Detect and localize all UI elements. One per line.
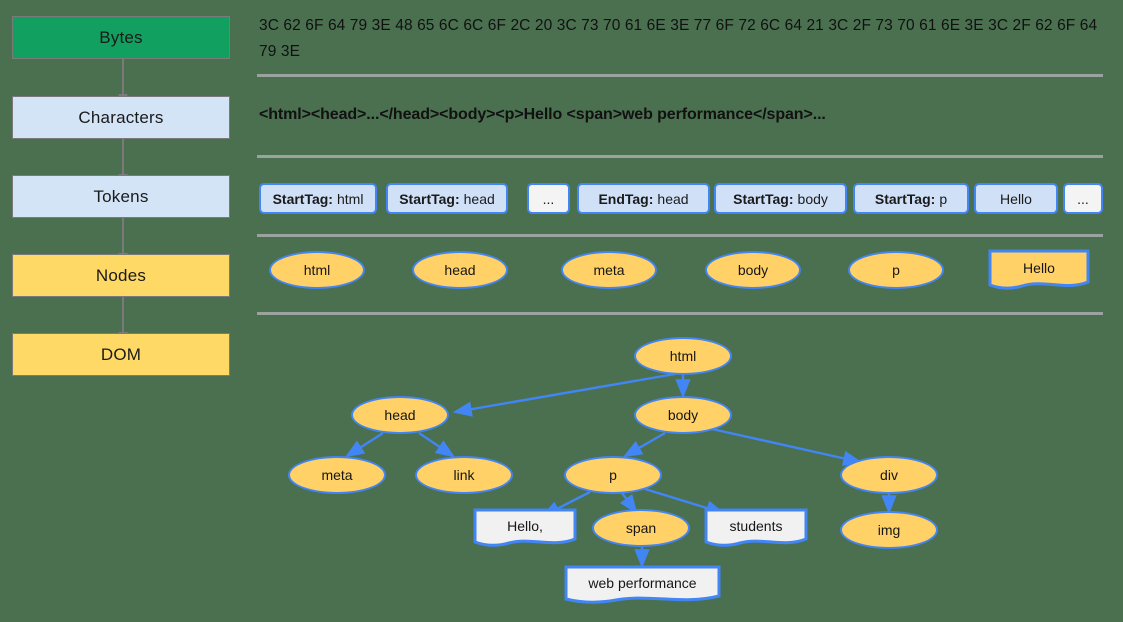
edge-html-head <box>452 372 676 417</box>
node-document-hello: Hello <box>988 249 1090 291</box>
tree-node-students-text: students <box>704 508 808 548</box>
tree-node-link: link <box>415 456 513 494</box>
node-label: meta <box>593 262 625 278</box>
token-chip-ellipsis-2: ... <box>1063 183 1103 214</box>
divider-tokens-nodes <box>257 234 1103 237</box>
token-value: head <box>463 190 495 207</box>
node-label: head <box>444 262 476 278</box>
pipeline-step-tokens: Tokens <box>12 175 230 218</box>
tree-node-img: img <box>840 511 938 549</box>
token-value: p <box>939 190 948 207</box>
tree-node-p: p <box>564 456 662 494</box>
node-label: body <box>667 407 699 423</box>
token-kind: StartTag: <box>733 190 794 207</box>
token-chip-starttag-html: StartTag:html <box>259 183 377 214</box>
token-chip-starttag-body: StartTag:body <box>714 183 847 214</box>
bytes-hex-text: 3C 62 6F 64 79 3E 48 65 6C 6C 6F 2C 20 3… <box>259 17 1098 60</box>
tree-node-div: div <box>840 456 938 494</box>
edge-body-div <box>711 427 863 466</box>
node-ellipse-body: body <box>705 251 801 289</box>
pipeline-step-bytes: Bytes <box>12 16 230 59</box>
node-label: body <box>737 262 769 278</box>
edge-body-p <box>622 431 666 458</box>
pipeline-step-label: Nodes <box>95 265 147 285</box>
token-value: Hello <box>1000 190 1032 207</box>
token-kind: StartTag: <box>399 190 460 207</box>
pipeline-step-dom: DOM <box>12 333 230 376</box>
node-label: span <box>625 520 657 536</box>
token-kind: EndTag: <box>598 190 654 207</box>
token-chip-ellipsis-1: ... <box>527 183 570 214</box>
pipeline-step-nodes: Nodes <box>12 254 230 297</box>
document-shape-icon <box>704 508 808 547</box>
tree-node-span: span <box>592 509 690 547</box>
tree-node-html: html <box>634 337 732 375</box>
node-label: Hello, <box>507 518 543 534</box>
node-ellipse-p: p <box>848 251 944 289</box>
pipeline-step-label: Characters <box>78 107 164 127</box>
tree-node-hello-text: Hello, <box>473 508 577 548</box>
pipeline-step-label: Tokens <box>93 186 149 206</box>
tree-node-head: head <box>351 396 449 434</box>
token-kind: StartTag: <box>874 190 936 207</box>
token-value: body <box>797 190 828 207</box>
node-label: head <box>384 407 416 423</box>
node-label: meta <box>321 467 353 483</box>
document-shape-icon <box>564 565 721 604</box>
divider-characters-tokens <box>257 155 1103 158</box>
node-label: web performance <box>588 575 697 591</box>
tree-node-meta: meta <box>288 456 386 494</box>
token-value: html <box>336 190 364 207</box>
pipeline-step-characters: Characters <box>12 96 230 139</box>
token-kind: StartTag: <box>272 190 333 207</box>
token-value: head <box>657 190 689 207</box>
document-shape-icon <box>473 508 577 547</box>
node-label: img <box>877 522 901 538</box>
token-value: ... <box>542 190 555 207</box>
node-label: p <box>892 262 900 278</box>
node-label: p <box>609 467 617 483</box>
document-shape-icon <box>988 249 1090 290</box>
pipeline-step-label: DOM <box>100 344 142 364</box>
node-label: students <box>729 518 783 534</box>
divider-nodes-dom <box>257 312 1103 315</box>
token-chip-starttag-p: StartTag:p <box>853 183 969 214</box>
token-chip-endtag-head: EndTag:head <box>577 183 710 214</box>
node-ellipse-meta: meta <box>561 251 657 289</box>
node-label: div <box>880 467 898 483</box>
token-value: ... <box>1077 190 1089 207</box>
node-label: Hello <box>1023 260 1055 276</box>
edge-head-meta <box>344 431 384 458</box>
divider-bytes-characters <box>257 74 1103 77</box>
node-ellipse-head: head <box>412 251 508 289</box>
tree-node-body: body <box>634 396 732 434</box>
node-ellipse-html: html <box>269 251 365 289</box>
node-label: link <box>453 467 475 483</box>
tree-node-webperformance-text: web performance <box>564 565 721 605</box>
node-label: html <box>669 348 697 364</box>
node-label: html <box>303 262 331 278</box>
token-chip-hello: Hello <box>974 183 1058 214</box>
token-chip-starttag-head: StartTag:head <box>386 183 508 214</box>
edge-head-link <box>418 432 455 458</box>
pipeline-step-label: Bytes <box>99 27 143 47</box>
characters-markup-text: <html><head>...</head><body><p>Hello <sp… <box>259 106 826 123</box>
